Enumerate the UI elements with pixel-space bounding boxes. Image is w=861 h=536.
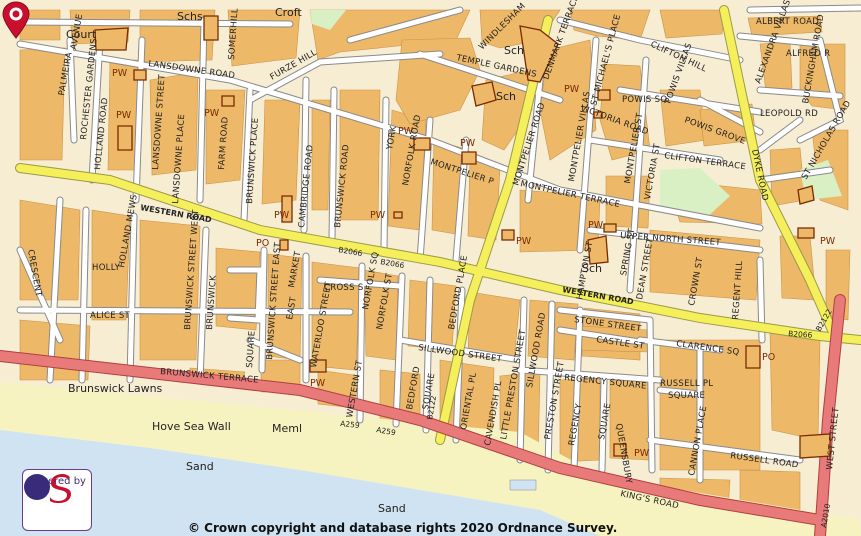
label-court: Court — [66, 28, 97, 41]
label-pw-13: PW — [634, 448, 650, 459]
location-pin-icon[interactable] — [0, 0, 32, 40]
label-pw-3: PW — [204, 108, 220, 119]
street-regent-hill: REGENT HILL — [731, 260, 745, 320]
label-sch-1: Sch — [504, 44, 524, 57]
label-pw-8: PW — [370, 210, 386, 221]
label-brunswick-lawns: Brunswick Lawns — [68, 382, 163, 395]
ordnance-survey-logo-icon — [24, 474, 71, 503]
street-somerhill: SOMERHILL — [227, 8, 241, 60]
road-number-b2066-1: B2066 — [338, 245, 364, 258]
label-sand-2: Sand — [378, 502, 406, 515]
road-number-b2066-3: B2066 — [788, 329, 813, 340]
label-hove-sea-wall: Hove Sea Wall — [152, 420, 231, 433]
label-croft: Croft — [275, 6, 302, 19]
street-alfred-r: ALFRED R — [786, 49, 830, 59]
label-pw-9: PW — [516, 236, 532, 247]
label-pw-2: PW — [116, 110, 132, 121]
label-pw-7: PW — [274, 210, 290, 221]
street-russell-square: SQUARE — [668, 391, 705, 401]
road-number-b2066-2: B2066 — [380, 257, 406, 270]
map-landmark-outlines — [94, 15, 831, 459]
road-number-a259-1: A259 — [340, 419, 361, 430]
label-pw-1: PW — [112, 68, 128, 79]
powered-by-label: Powered by — [28, 476, 86, 487]
map-b-roads-fill — [16, 6, 861, 444]
road-number-a2010: A2010 — [819, 503, 832, 529]
map-a-roads-fill — [0, 295, 845, 536]
map-copyright: © Crown copyright and database rights 20… — [188, 521, 618, 535]
street-square-brunswick: SQUARE — [245, 330, 258, 368]
label-pw-12: PW — [310, 378, 326, 389]
label-sch-3: Sch — [582, 262, 602, 275]
label-pw-10: PW — [588, 220, 604, 231]
street-russell-pl: RUSSELL PL — [660, 379, 713, 389]
label-meml: Meml — [272, 422, 302, 435]
label-schs: Schs — [177, 10, 203, 23]
label-pw-5: PW — [460, 138, 476, 149]
map-park-top — [310, 10, 346, 30]
label-po-1: PO — [256, 238, 269, 249]
street-york-road: YORK — [385, 125, 399, 152]
street-powis-sq: POWIS SQ — [622, 95, 667, 105]
map-sea — [0, 430, 600, 536]
street-cross-st: CROSS S — [324, 283, 364, 293]
label-sch-2: Sch — [496, 90, 516, 103]
street-albert-road: ALBERT ROAD — [756, 17, 819, 27]
road-number-a259-2: A259 — [376, 425, 397, 437]
label-pw-6: PW — [564, 84, 580, 95]
label-pw-11: PW — [820, 236, 836, 247]
label-sand-1: Sand — [186, 460, 214, 473]
street-brunswick-square: BRUNSWICK — [205, 275, 219, 331]
map-minor-roads-fill — [17, 5, 861, 483]
street-alice-st: ALICE ST — [90, 311, 131, 321]
road-number-b2122-1: B2122 — [425, 395, 438, 421]
map-water-pool — [509, 479, 537, 491]
street-east: EAST — [285, 296, 299, 321]
street-farm-road: FARM ROAD — [217, 116, 231, 170]
street-leopold-rd: LEOPOLD RD — [760, 109, 818, 119]
label-pw-4: PW — [398, 126, 414, 137]
powered-by-os-badge[interactable]: Powered by — [22, 469, 92, 531]
label-po-2: PO — [762, 352, 775, 363]
street-holly: HOLLY — [92, 263, 121, 273]
map-park — [660, 168, 730, 220]
